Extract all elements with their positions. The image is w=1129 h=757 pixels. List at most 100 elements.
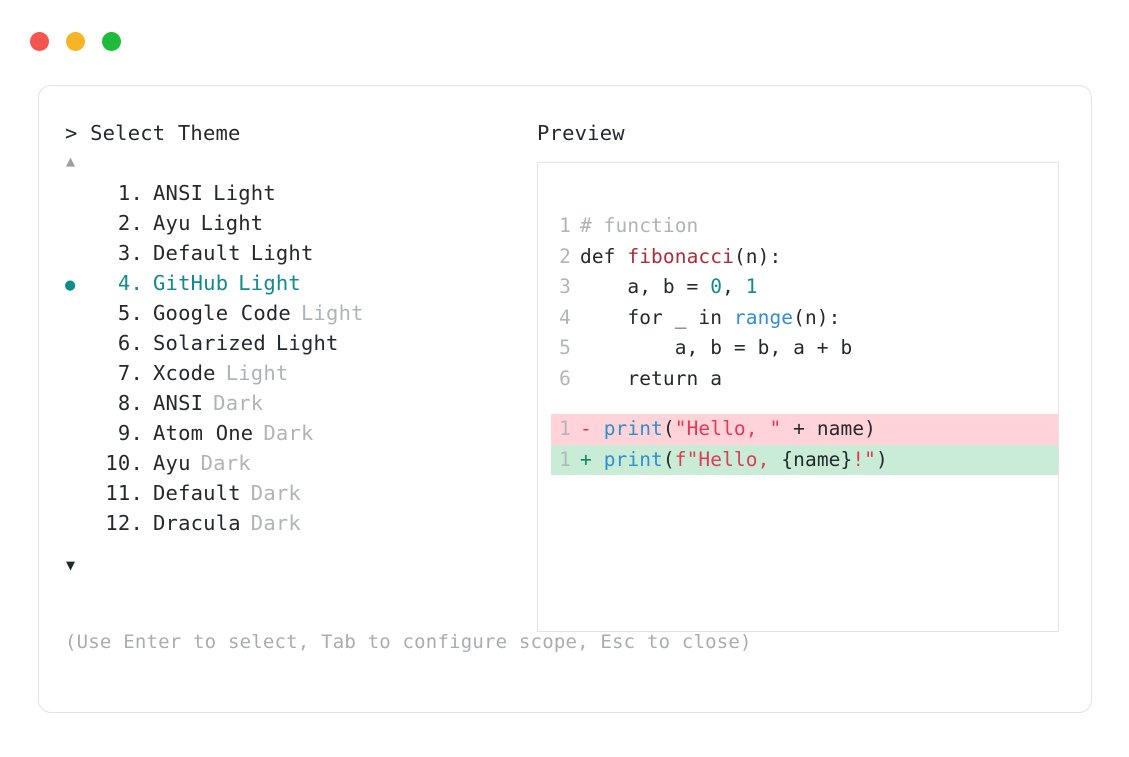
page-title: > Select Theme (65, 121, 241, 145)
scroll-up-icon[interactable]: ▲ (66, 152, 76, 170)
theme-item-variant: Dark (213, 391, 264, 415)
maximize-window-button[interactable] (102, 32, 121, 51)
keyboard-hint: (Use Enter to select, Tab to configure s… (65, 631, 752, 653)
theme-item-name: Solarized (153, 331, 266, 355)
code-token: for _ in (580, 305, 734, 329)
theme-item-name: Ayu (153, 451, 191, 475)
theme-item-name: Xcode (153, 361, 216, 385)
theme-item-variant: Light (275, 331, 339, 355)
theme-item-number: 11. (105, 481, 143, 505)
theme-item-variant: Dark (263, 421, 314, 445)
scroll-down-icon[interactable]: ▼ (66, 556, 76, 574)
close-window-button[interactable] (30, 32, 49, 51)
code-token: , (722, 275, 746, 298)
theme-item-name: Dracula (153, 511, 241, 535)
code-token: (n): (793, 305, 841, 329)
code-line: 5 a, b = b, a + b (551, 333, 1058, 364)
theme-list-item[interactable]: ● 6. Solarized Light (65, 328, 535, 358)
bullet-placeholder: ● (65, 420, 95, 450)
code-token: "Hello, " (674, 417, 782, 440)
theme-item-number: 7. (117, 361, 143, 385)
bullet-placeholder: ● (65, 240, 95, 270)
bullet-placeholder: ● (65, 360, 95, 390)
code-token: print (603, 447, 663, 471)
theme-item-number: 10. (105, 451, 143, 475)
code-token: return a (580, 366, 723, 390)
code-token: print (603, 417, 663, 440)
bullet-placeholder: ● (65, 390, 95, 420)
line-number: 4 (559, 305, 571, 329)
code-token: !" (852, 447, 877, 471)
theme-item-name: Google Code (153, 301, 291, 325)
bullet-placeholder: ● (65, 450, 95, 480)
theme-item-variant: Light (213, 181, 276, 205)
code-line: 6 return a (551, 364, 1058, 395)
theme-item-number: 2. (117, 211, 143, 235)
diff-removed-line: 1- print("Hello, " + name) (551, 414, 1058, 445)
preview-title: Preview (537, 121, 625, 145)
code-line: 1# function (551, 211, 1058, 242)
theme-item-name: ANSI (153, 181, 204, 205)
theme-item-number: 3. (117, 241, 143, 265)
theme-item-variant: Light (250, 241, 314, 265)
diff-added-line: 1+ print(f"Hello, {name}!") (551, 444, 1058, 475)
code-token: + name) (781, 417, 877, 440)
theme-item-variant: Dark (200, 451, 251, 475)
theme-picker-card: > Select Theme ▲ ●1.ANSILight●2.AyuLight… (38, 85, 1092, 713)
theme-item-name: Default (153, 241, 241, 265)
theme-item-variant: Light (238, 271, 301, 295)
diff-minus-sign: - (580, 417, 604, 440)
bullet-placeholder: ● (65, 330, 95, 360)
theme-list-item[interactable]: ● 4. GitHub Light (65, 268, 535, 298)
theme-list-item[interactable]: ● 11. Default Dark (65, 478, 535, 508)
theme-item-name: ANSI (153, 391, 204, 415)
theme-list-item[interactable]: ● 8. ANSI Dark (65, 388, 535, 418)
selected-bullet-icon: ● (65, 275, 76, 295)
code-token: a, b = (580, 275, 711, 298)
code-token: def (580, 244, 628, 268)
theme-list-item[interactable]: ● 3. Default Light (65, 238, 535, 268)
theme-item-number: 6. (117, 331, 143, 355)
diff-plus-sign: + (580, 447, 604, 471)
line-number: 5 (559, 336, 571, 359)
bullet-placeholder: ● (65, 480, 95, 510)
line-number: 2 (559, 244, 571, 268)
code-line: 3 a, b = 0, 1 (551, 272, 1058, 303)
theme-list-item[interactable]: ● 10. Ayu Dark (65, 448, 535, 478)
theme-item-name: GitHub (153, 271, 229, 295)
bullet-placeholder: ● (65, 510, 95, 540)
line-number: 6 (559, 366, 571, 390)
theme-item-variant: Dark (250, 481, 301, 505)
theme-list: ●1.ANSILight●2.AyuLight●3.DefaultLight●4… (65, 178, 535, 538)
theme-selector-panel: > Select Theme ▲ ●1.ANSILight●2.AyuLight… (65, 118, 535, 576)
code-token: 1 (745, 275, 758, 298)
code-token: a, b = b, a + b (580, 336, 853, 359)
window-traffic-lights (30, 32, 121, 51)
code-token: {name} (781, 447, 853, 471)
theme-item-number: 4. (117, 271, 143, 295)
theme-item-name: Default (153, 481, 241, 505)
theme-item-name: Atom One (153, 421, 254, 445)
line-number: 1 (559, 417, 571, 440)
theme-item-number: 12. (105, 511, 143, 535)
line-number: 3 (559, 275, 571, 298)
theme-item-number: 1. (117, 181, 143, 205)
code-token: 0 (710, 275, 723, 298)
code-token: ( (662, 447, 675, 471)
code-token: ( (662, 417, 675, 440)
theme-item-number: 8. (117, 391, 143, 415)
line-number: 1 (559, 214, 571, 237)
line-number: 1 (559, 447, 571, 471)
minimize-window-button[interactable] (66, 32, 85, 51)
theme-item-variant: Light (200, 211, 264, 235)
